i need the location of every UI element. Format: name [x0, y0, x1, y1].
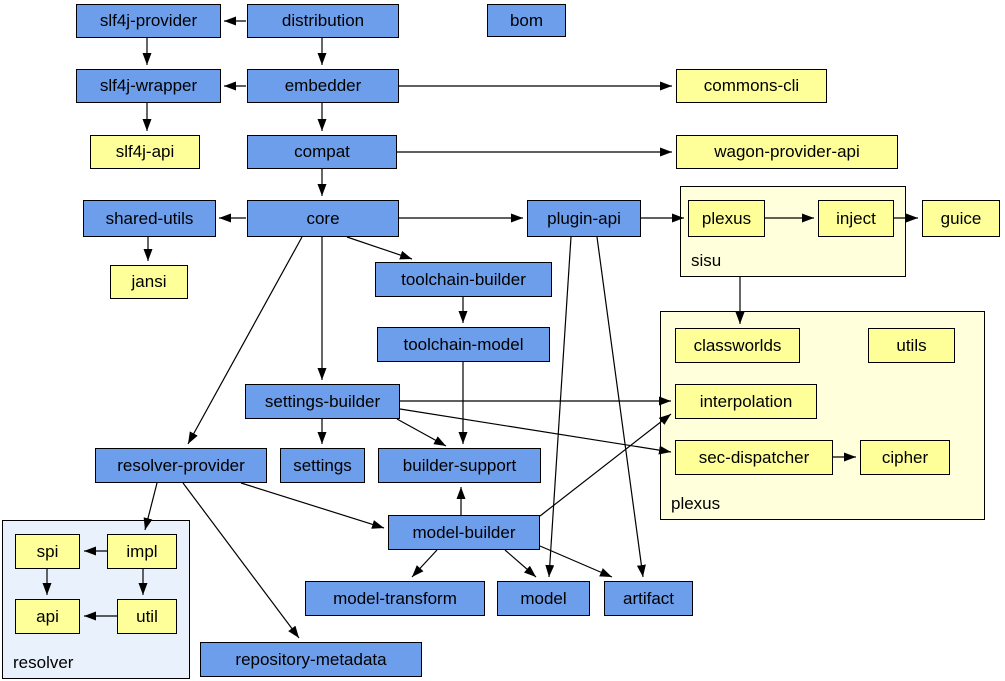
artifact-node: artifact — [604, 581, 693, 616]
guice-node: guice — [922, 200, 1000, 237]
model-builder-node: model-builder — [388, 515, 540, 550]
model-node: model — [497, 581, 590, 616]
impl-node: impl — [107, 534, 177, 569]
sec-dispatcher-node: sec-dispatcher — [675, 440, 833, 475]
api-node: api — [15, 599, 80, 634]
slf4j-api-node: slf4j-api — [90, 135, 200, 169]
compat-node: compat — [247, 135, 397, 169]
edge-resolver-provider-to-model-builder — [240, 482, 385, 529]
interpolation-node: interpolation — [675, 384, 817, 419]
shared-utils-node: shared-utils — [83, 200, 216, 237]
sisu-group-label: sisu — [691, 251, 722, 270]
toolchain-builder-node: toolchain-builder — [375, 262, 552, 297]
edge-model-builder-to-interpolation — [539, 413, 672, 517]
wagon-provider-api-node: wagon-provider-api — [676, 135, 898, 169]
util-node: util — [117, 599, 177, 634]
edge-settings-builder-to-builder-support — [396, 418, 447, 447]
cipher-node: cipher — [860, 440, 950, 475]
edge-resolver-provider-to-impl — [143, 482, 158, 531]
classworlds-node: classworlds — [675, 328, 800, 363]
edge-resolver-provider-to-repository-metadata — [182, 482, 300, 639]
inject-node: inject — [818, 200, 894, 237]
settings-node: settings — [280, 448, 365, 483]
resolver-group-label: resolver — [13, 653, 74, 672]
bom-node: bom — [487, 4, 566, 37]
slf4j-wrapper-node: slf4j-wrapper — [76, 69, 221, 103]
plexus-group-label: plexus — [671, 494, 721, 513]
embedder-node: embedder — [247, 69, 399, 103]
edge-core-to-toolchain-builder — [346, 236, 413, 260]
edge-model-builder-to-artifact — [539, 545, 613, 578]
plugin-api-node: plugin-api — [527, 200, 641, 237]
repository-metadata-node: repository-metadata — [200, 642, 422, 677]
builder-support-node: builder-support — [378, 448, 541, 483]
settings-builder-node: settings-builder — [245, 384, 400, 419]
distribution-node: distribution — [247, 4, 399, 38]
model-transform-node: model-transform — [305, 581, 485, 616]
plexus-node: plexus — [688, 200, 765, 237]
edge-model-builder-to-model — [504, 549, 537, 578]
edge-plugin-api-to-model — [545, 236, 572, 578]
edge-core-to-resolver-provider — [187, 236, 303, 445]
spi-node: spi — [15, 534, 80, 569]
edge-settings-builder-to-sec-dispatcher — [399, 408, 672, 455]
edge-model-builder-to-model-transform — [411, 549, 438, 578]
jansi-node: jansi — [110, 265, 188, 299]
core-node: core — [247, 200, 399, 237]
edge-plugin-api-to-artifact — [596, 236, 646, 578]
slf4j-provider-node: slf4j-provider — [76, 4, 221, 38]
resolver-provider-node: resolver-provider — [95, 448, 267, 483]
utils-node: utils — [868, 328, 955, 363]
commons-cli-node: commons-cli — [676, 69, 827, 103]
toolchain-model-node: toolchain-model — [377, 327, 550, 362]
